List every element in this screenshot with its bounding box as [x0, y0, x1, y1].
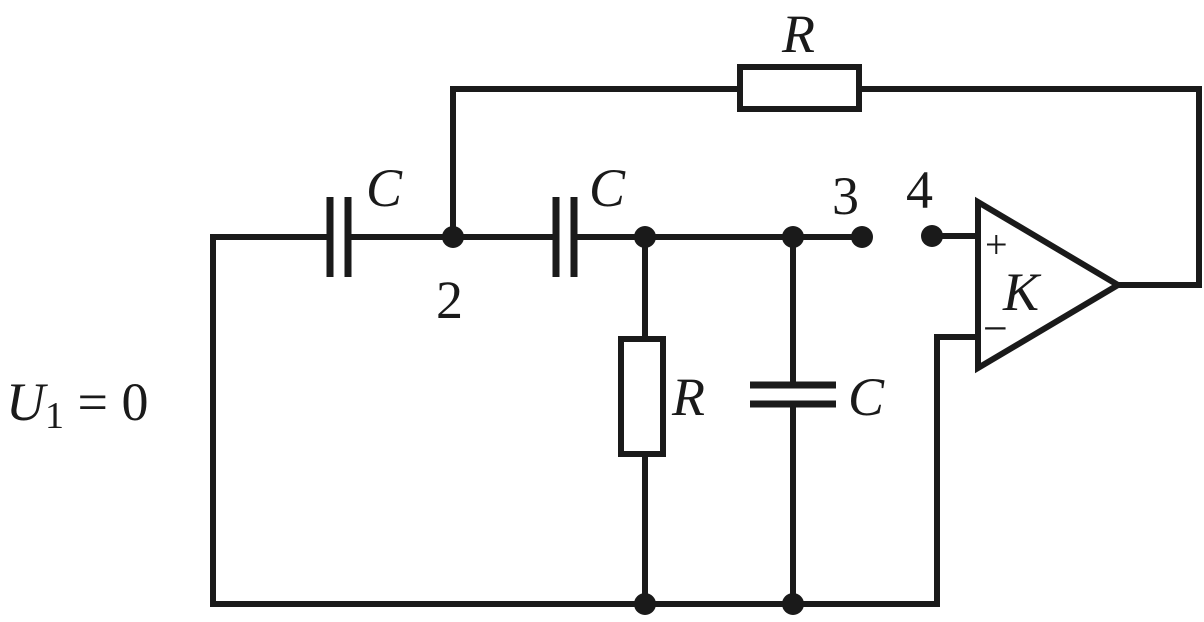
junction-ground-r — [634, 593, 656, 615]
terminal-node-3 — [851, 226, 873, 248]
wire-input-left — [210, 234, 981, 607]
wires — [210, 86, 1202, 607]
label-node-4: 4 — [906, 160, 933, 220]
label-input-voltage: U1 = 0 — [6, 372, 148, 437]
resistor-feedback — [737, 64, 862, 112]
input-symbol: U — [6, 372, 48, 432]
terminal-node-4 — [921, 225, 943, 247]
label-shunt-resistor: R — [671, 367, 705, 427]
label-capacitor-2: C — [589, 158, 626, 218]
label-node-2: 2 — [436, 270, 463, 330]
junction-ground-c — [782, 593, 804, 615]
input-value: = 0 — [64, 372, 148, 432]
resistor-shunt — [618, 336, 666, 457]
junction-c2-r — [634, 226, 656, 248]
capacitor-1 — [326, 197, 352, 277]
junction-node-2 — [442, 226, 464, 248]
input-subscript: 1 — [45, 395, 64, 437]
label-amp-minus: − — [983, 304, 1008, 353]
wire-feedback-left — [450, 86, 743, 240]
junction-r-c — [782, 226, 804, 248]
label-shunt-capacitor: C — [848, 367, 885, 427]
label-node-3: 3 — [832, 166, 859, 226]
label-feedback-resistor: R — [781, 4, 815, 64]
wire-feedback-right — [856, 86, 1202, 288]
label-capacitor-1: C — [366, 158, 403, 218]
junctions — [442, 225, 943, 615]
capacitor-2 — [552, 197, 578, 277]
label-amplifier-gain: K — [1002, 262, 1042, 322]
label-amp-plus: + — [985, 222, 1008, 267]
amplifier-triangle — [975, 196, 1124, 374]
capacitor-shunt — [750, 381, 836, 408]
